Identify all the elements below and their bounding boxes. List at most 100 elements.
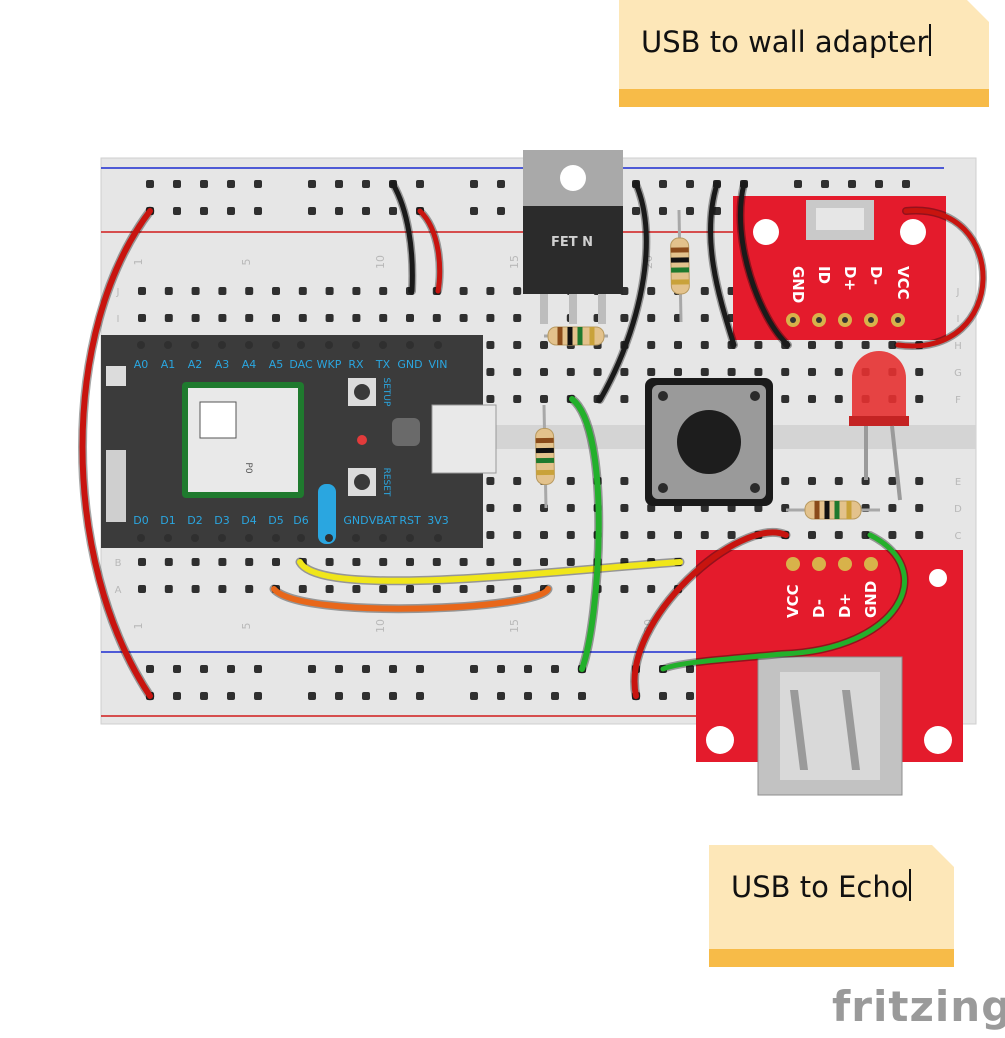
hole bbox=[308, 665, 316, 673]
text-cursor bbox=[929, 24, 932, 56]
hole bbox=[486, 585, 495, 593]
usb-a-breakout bbox=[696, 550, 963, 796]
hole bbox=[513, 477, 522, 485]
photon-pin bbox=[352, 534, 360, 542]
row-label: I bbox=[117, 314, 120, 325]
hole bbox=[352, 558, 361, 566]
hole bbox=[808, 477, 816, 485]
hole bbox=[540, 558, 548, 566]
hole bbox=[620, 585, 629, 593]
column-number: 1 bbox=[132, 623, 145, 630]
hole bbox=[700, 368, 709, 376]
note-usb-echo[interactable]: USB to Echo bbox=[709, 845, 954, 967]
hole bbox=[834, 477, 843, 485]
hole bbox=[513, 341, 522, 349]
hole bbox=[915, 477, 924, 485]
hole bbox=[164, 558, 173, 566]
hole bbox=[915, 531, 924, 539]
resistor bbox=[535, 427, 555, 486]
hole bbox=[138, 287, 146, 295]
hole bbox=[808, 368, 816, 376]
hole bbox=[686, 665, 694, 673]
hole bbox=[497, 665, 505, 673]
hole bbox=[513, 504, 522, 512]
photon-pin bbox=[352, 341, 360, 349]
hole bbox=[524, 692, 532, 700]
hole bbox=[254, 665, 262, 673]
photon-bottom-pin-label: D5 bbox=[268, 514, 283, 527]
hole bbox=[647, 341, 656, 349]
hole bbox=[513, 368, 522, 376]
hole bbox=[254, 180, 262, 188]
hole bbox=[700, 314, 709, 322]
hole bbox=[416, 180, 424, 188]
hole bbox=[389, 665, 397, 673]
micro-usb-pin-label: VCC bbox=[894, 266, 912, 300]
hole bbox=[173, 180, 181, 188]
hole bbox=[524, 665, 532, 673]
photon-top-pin-label: TX bbox=[375, 358, 391, 371]
hole bbox=[902, 180, 910, 188]
resistor bbox=[804, 500, 862, 520]
hole bbox=[138, 558, 146, 566]
note-text: USB to wall adapter bbox=[641, 25, 929, 59]
photon-top-pin-label: A4 bbox=[242, 358, 257, 371]
hole bbox=[459, 585, 468, 593]
hole bbox=[620, 504, 629, 512]
note-usb-wall-adapter[interactable]: USB to wall adapter bbox=[619, 0, 989, 107]
photon-bottom-pin-label: D2 bbox=[187, 514, 202, 527]
resistor bbox=[547, 326, 605, 346]
text-cursor bbox=[909, 869, 912, 901]
hole bbox=[335, 207, 343, 215]
hole bbox=[915, 368, 924, 376]
usb-a-pin bbox=[786, 557, 800, 571]
row-label: A bbox=[115, 585, 122, 596]
wire bbox=[417, 208, 443, 294]
hole bbox=[459, 287, 468, 295]
hole bbox=[566, 477, 575, 485]
hole bbox=[513, 558, 522, 566]
photon-top-pin-label: VIN bbox=[429, 358, 448, 371]
hole bbox=[335, 692, 343, 700]
photon-pin bbox=[164, 534, 172, 542]
hole bbox=[659, 692, 667, 700]
hole bbox=[593, 368, 602, 376]
hole bbox=[497, 692, 505, 700]
hole bbox=[659, 207, 667, 215]
photon-bottom-pin-label: GND bbox=[343, 514, 368, 527]
hole bbox=[298, 585, 307, 593]
hole bbox=[659, 180, 667, 188]
photon-bottom-pin-label: 3V3 bbox=[427, 514, 449, 527]
hole bbox=[254, 207, 262, 215]
fritzing-logo: fritzing bbox=[832, 982, 1005, 1031]
hole bbox=[416, 665, 424, 673]
column-number: 5 bbox=[240, 259, 253, 266]
photon-bottom-pin-label: D1 bbox=[160, 514, 175, 527]
hole bbox=[272, 314, 280, 322]
hole bbox=[674, 531, 682, 539]
resistors bbox=[535, 209, 880, 520]
hole bbox=[754, 341, 763, 349]
wire bbox=[79, 208, 153, 699]
hole bbox=[416, 692, 424, 700]
micro-usb-pin-label: D- bbox=[867, 266, 885, 285]
micro-usb-pin-label: ID bbox=[815, 266, 833, 284]
hole bbox=[352, 287, 361, 295]
hole bbox=[620, 531, 629, 539]
hole bbox=[551, 665, 559, 673]
hole bbox=[389, 207, 397, 215]
column-number: 1 bbox=[132, 259, 145, 266]
hole bbox=[200, 180, 208, 188]
hole bbox=[497, 180, 505, 188]
hole bbox=[834, 395, 843, 403]
hole bbox=[794, 180, 802, 188]
hole bbox=[298, 314, 307, 322]
hole bbox=[432, 314, 441, 322]
transistor-label: FET N bbox=[551, 235, 593, 250]
hole bbox=[218, 287, 227, 295]
resistor bbox=[670, 237, 690, 295]
photon-bottom-pin-label: D7 bbox=[321, 514, 336, 527]
